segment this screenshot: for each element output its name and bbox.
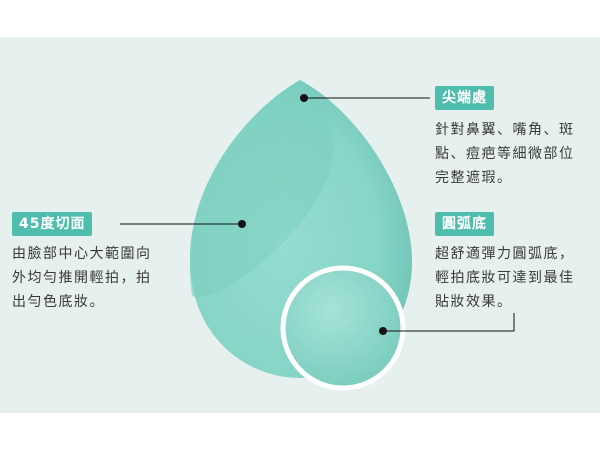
bevel-description: 由臉部中心大範圍向 外均勻推開輕拍，拍 出勻色底妝。 xyxy=(12,242,152,314)
round-dot xyxy=(379,327,387,335)
tip-description-line: 完整遮瑕。 xyxy=(435,170,513,186)
round-description-line: 超舒適彈力圓弧底， xyxy=(435,246,575,262)
sponge-bevel-face xyxy=(190,80,334,297)
tip-tag: 尖端處 xyxy=(435,86,494,110)
bevel-tag: 45度切面 xyxy=(12,212,93,236)
bevel-description-line: 外均勻推開輕拍，拍 xyxy=(12,270,152,286)
tip-description-line: 針對鼻翼、嘴角、斑 xyxy=(435,122,575,138)
round-leader-line xyxy=(383,313,515,332)
round-description: 超舒適彈力圓弧底， 輕拍底妝可達到最佳 貼妝效果。 xyxy=(435,242,575,314)
round-description-line: 貼妝效果。 xyxy=(435,294,513,310)
bevel-description-line: 出勻色底妝。 xyxy=(12,294,105,310)
texture-zoom-circle xyxy=(280,265,406,391)
tip-description: 針對鼻翼、嘴角、斑 點、痘疤等細微部位 完整遮瑕。 xyxy=(435,118,575,190)
bevel-dot xyxy=(238,220,246,228)
round-description-line: 輕拍底妝可達到最佳 xyxy=(435,270,575,286)
round-tag: 圓弧底 xyxy=(435,212,494,236)
bevel-description-line: 由臉部中心大範圍向 xyxy=(12,246,152,262)
tip-dot xyxy=(300,94,308,102)
tip-description-line: 點、痘疤等細微部位 xyxy=(435,146,575,162)
